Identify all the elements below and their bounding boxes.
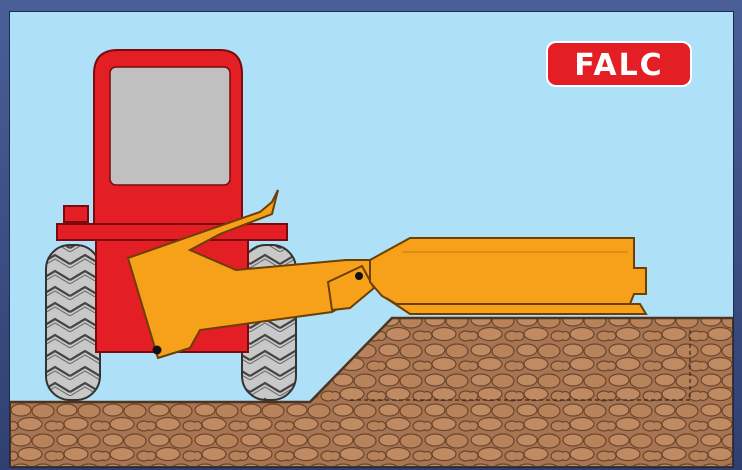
logo-badge	[546, 41, 692, 87]
implement-upper-pin	[355, 272, 363, 280]
mulcher-implement-icon	[126, 189, 648, 360]
implement-arm	[126, 189, 376, 360]
illustration-scene: FALC	[9, 11, 734, 468]
tractor-step	[63, 205, 89, 223]
tractor-fender	[56, 223, 288, 241]
implement-lower-pin	[152, 345, 162, 355]
logo-text: FALC	[574, 48, 663, 83]
illustration-canvas: FALC	[10, 12, 733, 467]
implement-head	[369, 237, 647, 305]
bank-outline	[350, 330, 691, 401]
tractor-left-tire	[45, 244, 101, 401]
falc-logo: FALC	[546, 41, 692, 87]
implement-skid	[385, 297, 648, 315]
ground-surface-line	[10, 316, 733, 404]
tractor-cab-window	[109, 66, 231, 186]
